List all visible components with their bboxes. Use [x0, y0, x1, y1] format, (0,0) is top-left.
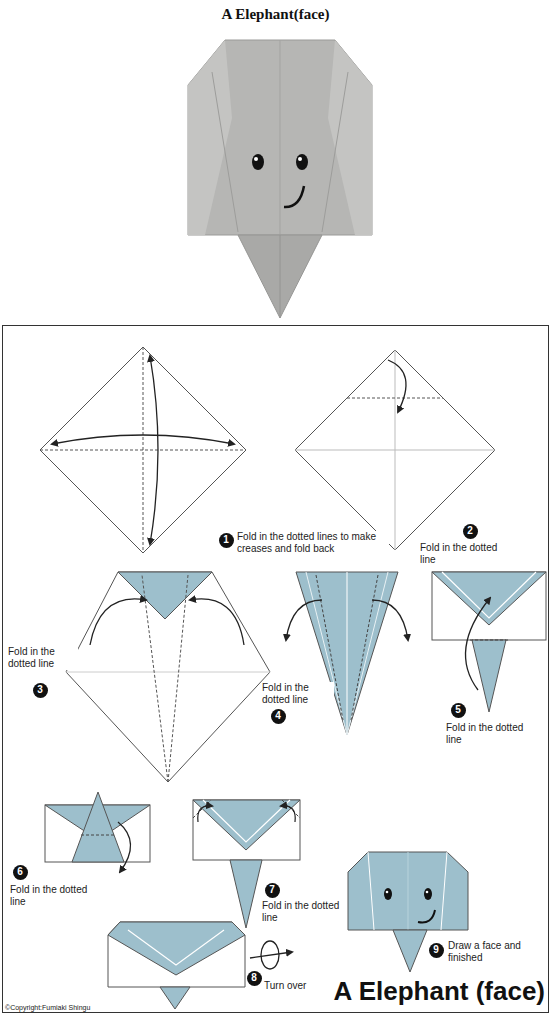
step-number: 1: [219, 533, 234, 548]
step-number-text: 2: [467, 526, 473, 536]
step-number-text: 4: [275, 711, 281, 721]
step-4-figure: [286, 572, 408, 735]
copyright-note: ©Copyright:Fumiaki Shingu: [5, 1003, 90, 1012]
instruction-text: Fold in the dotted line: [420, 542, 500, 566]
step-number: 6: [13, 865, 28, 880]
step-1-figure: [40, 347, 246, 553]
instruction-text: Fold in the dotted lines to make creases…: [237, 531, 389, 555]
instruction-text: Draw a face and finished: [448, 940, 543, 964]
title: A Elephant(face): [0, 5, 551, 23]
step-number-text: 1: [223, 535, 229, 545]
step-number-text: 3: [37, 685, 43, 695]
instruction-text: Turn over: [264, 980, 306, 992]
diagram-title: A Elephant (face): [334, 976, 545, 1006]
step-number-text: 6: [17, 867, 23, 877]
step-5-figure: [432, 572, 546, 712]
instruction-text: Fold in the dotted line: [262, 682, 334, 706]
step-number-text: 7: [269, 885, 275, 895]
instruction-text: Fold in the dotted line: [8, 646, 78, 670]
step-2-figure: [295, 350, 495, 550]
elephant-photo: [188, 40, 372, 318]
step-number: 5: [451, 703, 466, 718]
instruction-text: Fold in the dotted line: [262, 900, 342, 924]
step-number-text: 9: [433, 945, 439, 955]
step-number-text: 5: [455, 705, 461, 715]
instruction-text: Fold in the dotted line: [10, 884, 90, 908]
frame: [3, 326, 549, 1013]
step-number: 2: [463, 524, 478, 539]
step-8-figure: [108, 922, 292, 1009]
step-3-figure: [66, 572, 270, 782]
step-number-text: 8: [251, 973, 257, 983]
step-number: 9: [429, 943, 444, 958]
step-number: 3: [33, 683, 48, 698]
instruction-text: Fold in the dotted line: [446, 722, 526, 746]
step-number: 8: [247, 971, 262, 986]
step-number: 4: [271, 709, 286, 724]
step-6-figure: [45, 792, 150, 872]
step-number: 7: [265, 883, 280, 898]
